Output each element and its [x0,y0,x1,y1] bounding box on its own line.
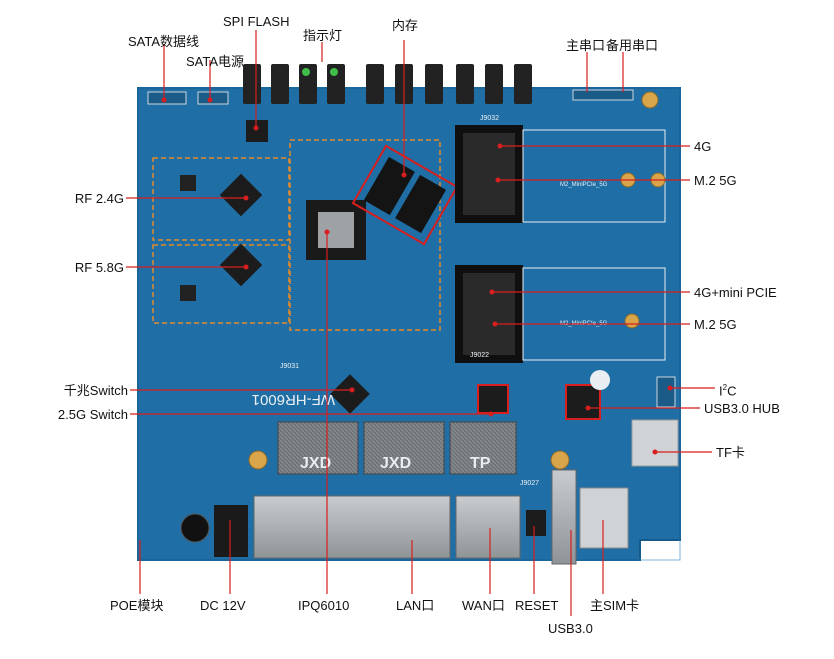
label-usb3: USB3.0 [548,621,593,636]
label-rf24: RF 2.4G [74,191,124,206]
label-indicator: 指示灯 [303,28,343,43]
silk-m2-1: M2_MiniPCIe_5G [560,182,608,188]
silk-jxd-2: JXD [380,455,411,472]
label-i2c-sup: 2 [722,383,728,392]
label-wan: WAN口 [462,598,505,613]
label-4g-minipcie: 4G+mini PCIE [694,285,777,300]
label-ipq: IPQ6010 [298,598,350,613]
label-reset: RESET [515,598,559,613]
label-i2c-suffix: C [727,383,737,399]
label-backup-serial: 备用串口 [606,38,659,53]
label-i2c: I2C [719,380,736,398]
label-25g-switch: 2.5G Switch [57,407,128,422]
silk-j9032: J9032 [480,115,499,122]
silk-j9027: J9027 [520,480,539,487]
label-main-serial: 主串口 [566,38,606,53]
label-sata-data: SATA数据线 [128,34,200,49]
silk-model: WF-HR6001 [252,391,335,408]
label-i2c-prefix: I [719,383,723,399]
label-rf58: RF 5.8G [74,260,124,275]
label-spi-flash: SPI FLASH [223,14,290,29]
callout-dots [161,97,673,455]
label-memory: 内存 [392,18,419,33]
label-dc: DC 12V [200,598,246,613]
label-usb-hub: USB3.0 HUB [704,401,780,416]
label-sata-power: SATA电源 [186,54,245,69]
label-4g: 4G [694,139,712,154]
silk-j9031: J9031 [280,363,299,370]
silk-tp: TP [470,455,491,472]
label-gig-switch: 千兆Switch [63,383,128,398]
label-lan: LAN口 [396,598,435,613]
silk-j9022: J9022 [470,352,489,359]
silk-jxd-1: JXD [300,455,331,472]
label-tf-card: TF卡 [716,445,745,460]
label-poe: POE模块 [110,598,164,613]
label-m2-5g-b: M.2 5G [694,317,737,332]
label-sim: 主SIM卡 [590,598,640,613]
label-m2-5g-a: M.2 5G [694,173,737,188]
callout-lines [126,30,715,616]
